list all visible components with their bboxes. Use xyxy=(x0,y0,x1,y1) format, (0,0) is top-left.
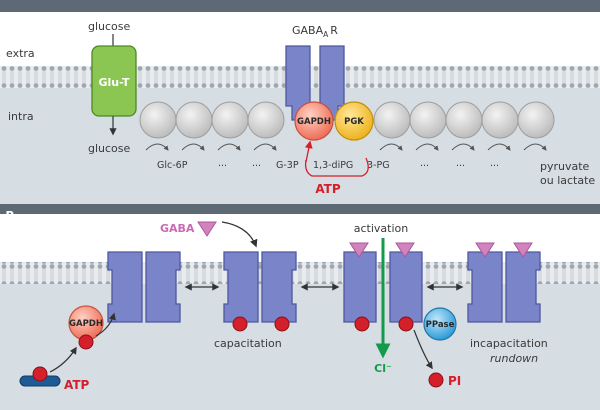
phosphate-transfer-arrow xyxy=(95,312,116,337)
metabolite-dots: ... xyxy=(252,158,261,169)
glycolytic-enzyme-chain xyxy=(139,101,555,139)
intra-label: intra xyxy=(8,110,34,123)
gapdh-label-b: GAPDH xyxy=(69,319,103,329)
capacitation-label: capacitation xyxy=(214,337,282,350)
arc xyxy=(379,143,403,151)
enzyme-ball xyxy=(409,101,447,139)
atp-to-gapdh-arrow xyxy=(49,346,77,373)
arc xyxy=(145,143,169,151)
ppase-enzyme xyxy=(423,307,457,341)
metabolite-g3p: G-3P xyxy=(276,160,299,171)
receptor-resting xyxy=(107,251,181,323)
rundown-label: rundown xyxy=(490,352,538,365)
arc xyxy=(523,143,547,151)
enzyme-ball xyxy=(373,101,411,139)
receptor-subunit xyxy=(223,251,259,323)
gapdh-enzyme-a xyxy=(294,101,334,141)
chloride-label: Cl⁻ xyxy=(374,362,392,375)
metabolite-dots: ... xyxy=(218,158,227,169)
receptor-rundown xyxy=(467,242,541,323)
lactate-label: ou lactate xyxy=(540,174,595,187)
atp-label-b: ATP xyxy=(64,378,90,392)
enzyme-ball xyxy=(175,101,213,139)
activation-label: activation xyxy=(354,222,409,235)
receptor-subunit xyxy=(467,251,503,323)
arc xyxy=(415,143,439,151)
pgk-enzyme xyxy=(334,101,374,141)
gaba-bound xyxy=(395,242,415,258)
receptor-subunit xyxy=(343,251,377,323)
metabolite-3pg: 3-PG xyxy=(367,160,390,171)
phosphate xyxy=(232,316,248,332)
released-phosphate xyxy=(428,372,444,388)
panel-b-header-bar xyxy=(0,204,600,214)
gaba-bound xyxy=(475,242,495,258)
arc xyxy=(253,143,277,151)
pi-label: PI xyxy=(448,374,461,388)
atp-to-gapdh-arrow xyxy=(304,140,313,163)
metabolite-dots: ... xyxy=(490,158,499,169)
receptor-subunit xyxy=(107,251,143,323)
gaba-binding-arrow xyxy=(221,221,258,248)
pgk-label: PGK xyxy=(344,117,364,127)
gaba-label: GABA xyxy=(160,222,195,235)
arc xyxy=(487,143,511,151)
metabolite-dots: ... xyxy=(420,158,429,169)
gapdh-label-a: GAPDH xyxy=(297,117,331,127)
incapacitation-label: incapacitation xyxy=(470,337,548,350)
receptor-capacitated xyxy=(223,251,297,332)
ppase-label: PPase xyxy=(426,320,455,330)
gaba-ligand xyxy=(197,221,217,237)
enzyme-ball xyxy=(139,101,177,139)
atp-loop xyxy=(304,157,369,177)
metabolite-arcs xyxy=(145,143,547,151)
gaba-bound xyxy=(349,242,369,258)
atp-phosphate xyxy=(32,366,48,382)
enzyme-ball xyxy=(481,101,519,139)
enzyme-ball xyxy=(517,101,555,139)
phosphate xyxy=(274,316,290,332)
gaba-bound xyxy=(513,242,533,258)
arc xyxy=(181,143,205,151)
atp-label-a: ATP xyxy=(315,182,341,196)
glucose-transporter xyxy=(91,45,137,117)
extra-label: extra xyxy=(6,47,35,60)
enzyme-ball xyxy=(211,101,249,139)
receptor-subunit xyxy=(505,251,541,323)
metabolite-glc6p: Glc-6P xyxy=(157,160,188,171)
glucose-intracellular-label: glucose xyxy=(88,142,131,155)
dipg-backdrop xyxy=(311,157,361,171)
metabolite-13dipg: 1,3-diPG xyxy=(313,160,353,171)
phosphate-on-gapdh xyxy=(78,334,94,350)
pyruvate-label: pyruvate xyxy=(540,160,590,173)
enzyme-ball xyxy=(445,101,483,139)
enzyme-ball xyxy=(247,101,285,139)
metabolite-dots: ... xyxy=(456,158,465,169)
receptor-subunit xyxy=(389,251,423,323)
arc xyxy=(451,143,475,151)
phosphate xyxy=(398,316,414,332)
receptor-subunit xyxy=(261,251,297,323)
glucose-extracellular-label: glucose xyxy=(88,20,131,33)
dephosphorylation-arrow xyxy=(413,329,433,370)
receptor-activated xyxy=(343,242,423,332)
transporter-label: Glu-T xyxy=(98,76,130,89)
phosphate xyxy=(354,316,370,332)
arc xyxy=(217,143,241,151)
panel-a-header-bar xyxy=(0,0,600,12)
receptor-subunit xyxy=(145,251,181,323)
